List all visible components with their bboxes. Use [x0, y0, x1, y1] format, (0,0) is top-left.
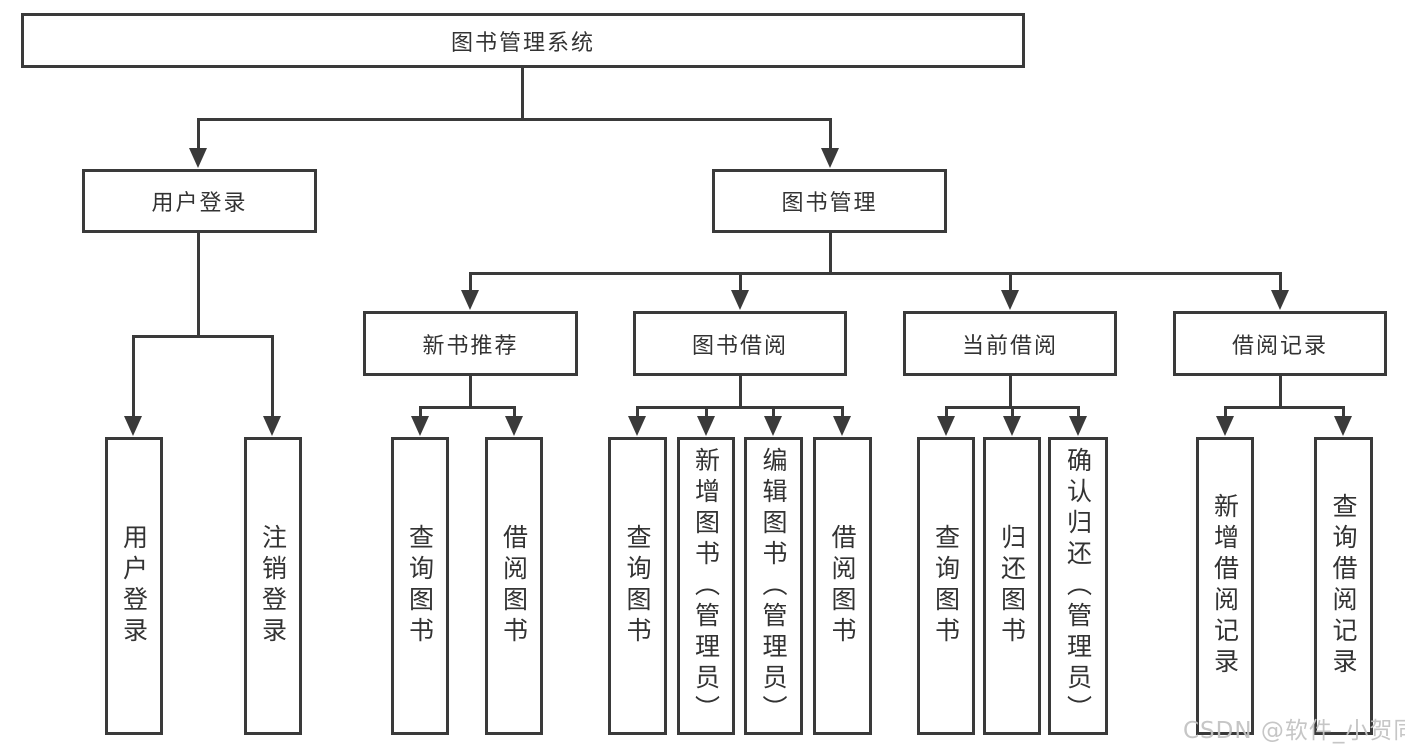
connector-line — [132, 335, 135, 419]
connector-line — [1224, 406, 1227, 420]
arrow-down-icon — [628, 416, 646, 436]
arrow-down-icon — [1334, 416, 1352, 436]
connector-line — [469, 272, 472, 294]
connector-line — [829, 231, 832, 275]
connector-line — [1224, 406, 1345, 409]
leaf-query-books-2-label: 查询图书 — [623, 524, 652, 648]
node-book-borrowing-label: 图书借阅 — [691, 333, 788, 359]
connector-line — [829, 118, 832, 152]
leaf-borrow-books-2-label: 借阅图书 — [828, 524, 857, 648]
leaf-add-borrow-record-label: 新增借阅记录 — [1210, 493, 1240, 679]
arrow-down-icon — [697, 416, 715, 436]
connector-line — [1011, 406, 1014, 420]
arrow-down-icon — [189, 148, 207, 168]
connector-line — [1077, 406, 1080, 420]
leaf-logout: 注销登录 — [244, 437, 302, 735]
connector-line — [469, 374, 472, 409]
leaf-add-book-admin: 新增图书（管理员） — [677, 437, 735, 735]
arrow-down-icon — [1271, 290, 1289, 310]
connector-line — [739, 374, 742, 409]
arrow-down-icon — [461, 290, 479, 310]
leaf-borrow-books-1-label: 借阅图书 — [499, 524, 529, 648]
connector-line — [1279, 374, 1282, 409]
leaf-query-books-3: 查询图书 — [917, 437, 975, 735]
arrow-down-icon — [263, 416, 281, 436]
node-borrowing-records: 借阅记录 — [1173, 311, 1387, 376]
connector-line — [197, 231, 200, 337]
connector-line — [419, 406, 422, 420]
arrow-down-icon — [505, 416, 523, 436]
connector-line — [271, 335, 274, 419]
leaf-borrow-books-2: 借阅图书 — [813, 437, 872, 735]
node-current-borrowing: 当前借阅 — [903, 311, 1117, 376]
connector-line — [1009, 374, 1012, 409]
leaf-confirm-return-admin-label: 确认归还（管理员） — [1063, 446, 1093, 726]
leaf-add-book-admin-label: 新增图书（管理员） — [691, 446, 721, 726]
leaf-query-books-1-label: 查询图书 — [405, 524, 435, 648]
leaf-add-borrow-record: 新增借阅记录 — [1196, 437, 1254, 735]
arrow-down-icon — [124, 416, 142, 436]
node-borrowing-records-label: 借阅记录 — [1231, 333, 1328, 359]
leaf-return-book: 归还图书 — [983, 437, 1041, 735]
node-root-label: 图书管理系统 — [450, 30, 595, 56]
leaf-edit-book-admin-label: 编辑图书（管理员） — [759, 446, 788, 726]
connector-line — [513, 406, 516, 420]
node-book-management-label: 图书管理 — [781, 191, 878, 216]
connector-line — [772, 406, 775, 420]
connector-line — [1009, 272, 1012, 294]
arrow-down-icon — [821, 148, 839, 168]
connector-line — [521, 66, 524, 120]
leaf-query-books-1: 查询图书 — [391, 437, 449, 735]
leaf-edit-book-admin: 编辑图书（管理员） — [744, 437, 803, 735]
connector-line — [419, 406, 516, 409]
connector-line — [945, 406, 948, 420]
arrow-down-icon — [1003, 416, 1021, 436]
leaf-user-login-label: 用户登录 — [119, 524, 149, 648]
connector-line — [636, 406, 844, 409]
connector-line — [1279, 272, 1282, 294]
connector-line — [739, 272, 742, 294]
leaf-confirm-return-admin: 确认归还（管理员） — [1048, 437, 1108, 735]
connector-line — [469, 272, 1282, 275]
arrow-down-icon — [1069, 416, 1087, 436]
node-current-borrowing-label: 当前借阅 — [961, 333, 1058, 359]
connector-line — [197, 118, 832, 121]
leaf-user-login: 用户登录 — [105, 437, 163, 735]
leaf-borrow-books-1: 借阅图书 — [485, 437, 543, 735]
arrow-down-icon — [411, 416, 429, 436]
csdn-watermark: CSDN @软件_小贺同学 — [1183, 718, 1405, 744]
leaf-query-borrow-record-label: 查询借阅记录 — [1329, 493, 1358, 679]
leaf-logout-label: 注销登录 — [258, 524, 288, 648]
connector-line — [841, 406, 844, 420]
arrow-down-icon — [731, 290, 749, 310]
leaf-return-book-label: 归还图书 — [997, 524, 1027, 648]
node-new-book-recommend-label: 新书推荐 — [422, 333, 519, 359]
node-root: 图书管理系统 — [21, 13, 1025, 68]
arrow-down-icon — [1216, 416, 1234, 436]
leaf-query-books-3-label: 查询图书 — [931, 524, 961, 648]
leaf-query-books-2: 查询图书 — [608, 437, 667, 735]
connector-line — [1342, 406, 1345, 420]
node-new-book-recommend: 新书推荐 — [363, 311, 578, 376]
connector-line — [705, 406, 708, 420]
node-book-borrowing: 图书借阅 — [633, 311, 847, 376]
node-book-management: 图书管理 — [712, 169, 947, 233]
leaf-query-borrow-record: 查询借阅记录 — [1314, 437, 1373, 735]
connector-line — [636, 406, 639, 420]
connector-line — [197, 118, 200, 152]
arrow-down-icon — [937, 416, 955, 436]
arrow-down-icon — [833, 416, 851, 436]
arrow-down-icon — [1001, 290, 1019, 310]
connector-line — [132, 335, 274, 338]
node-user-login: 用户登录 — [82, 169, 317, 233]
arrow-down-icon — [764, 416, 782, 436]
node-user-login-label: 用户登录 — [151, 191, 248, 216]
